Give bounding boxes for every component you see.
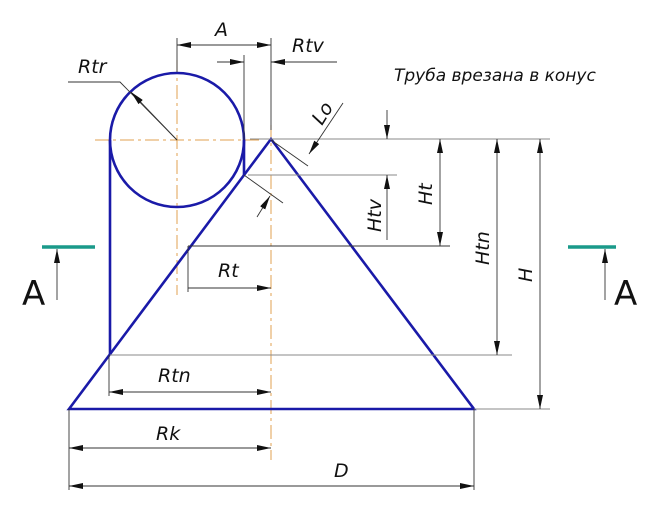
label-Rk: Rk <box>156 423 181 445</box>
label-Ht: Ht <box>415 182 437 205</box>
label-Rt: Rt <box>218 260 240 282</box>
label-Rtv: Rtv <box>292 35 325 57</box>
drawing-title: Труба врезана в конус <box>394 66 596 86</box>
label-D: D <box>334 460 349 482</box>
axis-lines <box>95 60 272 460</box>
dimension-lines <box>68 42 543 489</box>
label-Lo: Lo <box>308 98 338 129</box>
label-H: H <box>515 268 537 282</box>
section-marker-right: A <box>568 245 637 314</box>
label-Rtn: Rtn <box>158 365 191 387</box>
label-Rtr: Rtr <box>78 56 108 78</box>
label-A: A <box>213 19 228 41</box>
section-marker-left: A <box>22 245 95 314</box>
svg-text:A: A <box>614 274 637 314</box>
cone-triangle <box>66 136 477 411</box>
label-Htn: Htn <box>472 231 494 265</box>
label-Htv: Htv <box>364 198 386 232</box>
svg-text:A: A <box>22 274 45 314</box>
